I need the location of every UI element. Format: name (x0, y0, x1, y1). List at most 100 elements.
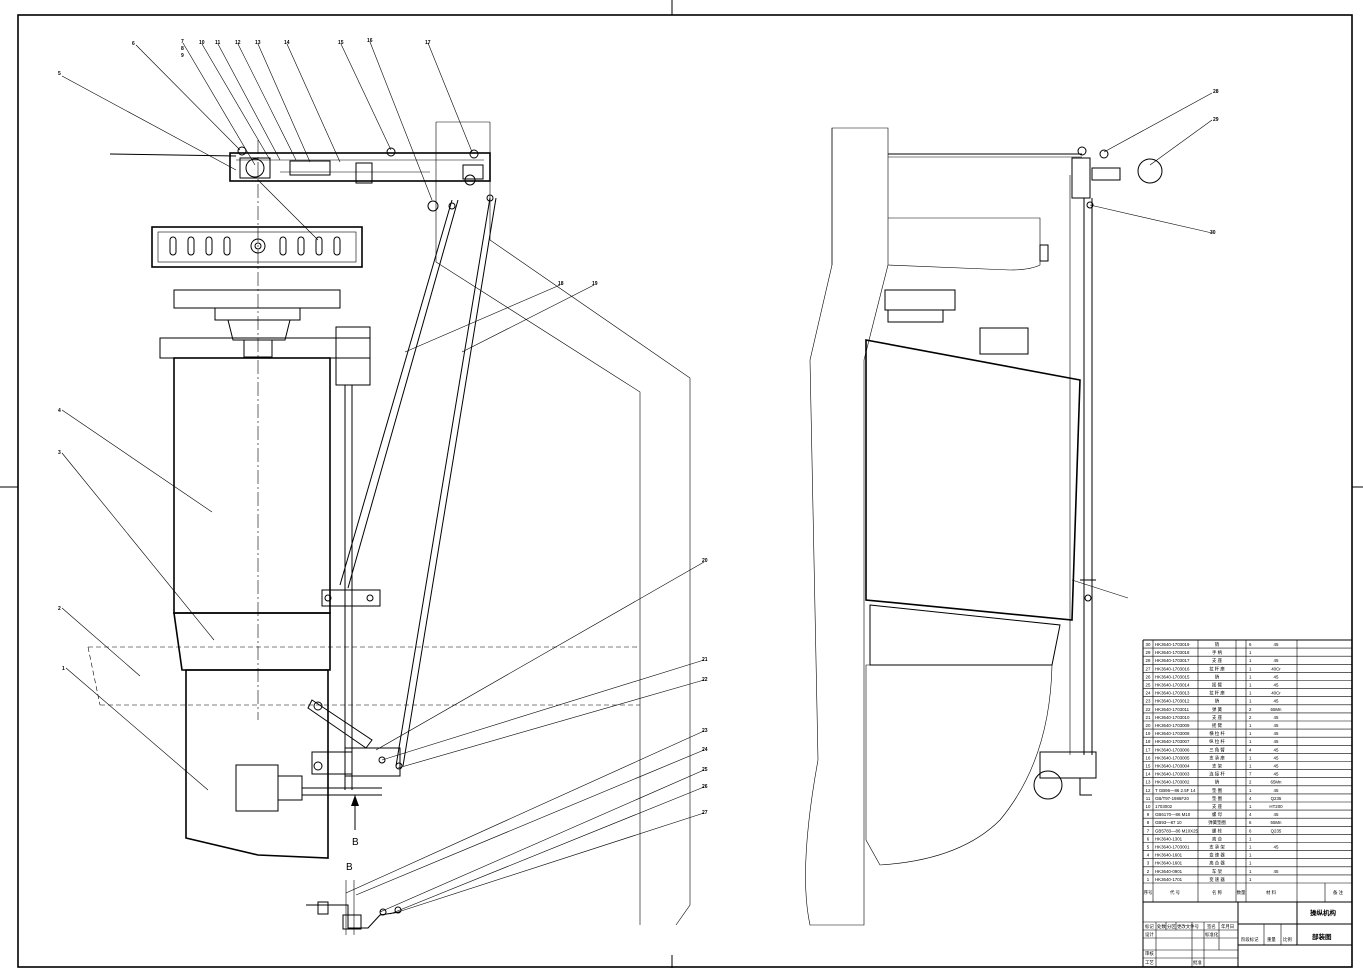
bom-cell-material: 45 (1274, 658, 1279, 663)
bom-cell-name: 变 速 器 (1209, 852, 1225, 859)
bom-cell-name: 支 座 (1212, 803, 1223, 810)
balloon-9: 9 (181, 53, 184, 59)
bom-cell-name: 车 架 (1212, 868, 1223, 875)
tb-stage-mark: 阶段标记 (1241, 936, 1259, 943)
bom-cell-qty: 4 (1249, 812, 1252, 817)
bom-cell-name: 摇 臂 (1212, 722, 1223, 729)
bom-header-qty: 数量 (1237, 889, 1246, 896)
bom-cell-material: 45 (1274, 755, 1279, 760)
bom-cell-name: 支 承 架 (1209, 844, 1225, 851)
bom-cell-qty: 6 (1249, 642, 1252, 647)
bom-cell-material: 45 (1274, 869, 1279, 874)
bom-cell-name: 支 座 (1212, 714, 1223, 721)
bom-cell-no: 2 (1147, 869, 1150, 874)
bom-cell-code: HK3640-1301 (1155, 836, 1183, 841)
bom-cell-material: 45 (1274, 683, 1279, 688)
tb-change-doc: 更改文件号 (1177, 923, 1200, 930)
bom-cell-name: 纵 拉 杆 (1209, 738, 1225, 745)
side-view (805, 127, 1163, 926)
title-block: 标记 处数 分区 更改文件号 签名 年月日 设计 标准化 审核 工艺 批准 阶段… (1142, 901, 1353, 968)
bom-cell-name: 支 承 座 (1209, 754, 1225, 761)
tb-zone: 分区 (1167, 923, 1176, 930)
bom-cell-material: 65Mn (1271, 780, 1283, 785)
tb-standardize: 标准化 (1205, 931, 1219, 938)
bom-cell-qty: 2 (1249, 780, 1252, 785)
bom-cell-code: 1703002 (1155, 804, 1173, 809)
bom-header-code: 代 号 (1170, 889, 1181, 896)
bom-cell-code: HK3640-1703001 (1155, 845, 1190, 850)
bom-cell-code: HK3640-1703016 (1155, 666, 1190, 671)
balloon-14: 14 (284, 40, 290, 46)
gearbox-housing (159, 326, 382, 859)
balloon-8: 8 (181, 46, 184, 52)
bom-cell-material: Q235 (1271, 828, 1282, 833)
bom-cell-no: 9 (1147, 812, 1150, 817)
bom-cell-name: 支 架 (1212, 763, 1223, 770)
tb-designer: 设计 (1145, 931, 1154, 938)
bom-cell-qty: 1 (1249, 764, 1252, 769)
bom-cell-code: HK3640-1703014 (1155, 683, 1190, 688)
bom-cell-qty: 1 (1249, 739, 1252, 744)
bom-cell-material: 45 (1274, 772, 1279, 777)
bom-cell-material: 40Cr (1271, 666, 1281, 671)
view-b-detail (306, 880, 402, 935)
balloon-18: 18 (558, 281, 564, 287)
bom-cell-code: HK3640-1703008 (1155, 731, 1190, 736)
bom-cell-no: 19 (1146, 731, 1151, 736)
tb-date: 年月日 (1221, 923, 1234, 930)
bom-cell-code: T GB96—86 2.5F 14 (1155, 788, 1196, 793)
view-arrow-b (351, 795, 359, 830)
bom-cell-code: HK3640-0901 (1155, 869, 1183, 874)
bom-cell-code: HK3640-1703010 (1155, 715, 1190, 720)
bom-cell-qty: 1 (1249, 666, 1252, 671)
bom-cell-material: 45 (1274, 747, 1279, 752)
bom-header-no: 序号 (1144, 889, 1153, 896)
bom-cell-material: Q235 (1271, 796, 1282, 801)
bom-cell-qty: 6 (1249, 828, 1252, 833)
bom-cell-name: 连 接 杆 (1209, 771, 1225, 778)
bom-cell-no: 22 (1146, 707, 1151, 712)
bom-cell-name: 销 (1215, 779, 1220, 786)
bom-cell-code: HK3640-1601 (1155, 853, 1183, 858)
bom-cell-qty: 1 (1249, 869, 1252, 874)
bom-cell-name: 销 (1215, 673, 1220, 680)
balloon-29: 29 (1213, 117, 1219, 123)
bom-cell-qty: 1 (1249, 853, 1252, 858)
cab-contour (435, 121, 691, 926)
balloon-4: 4 (58, 408, 61, 414)
bom-cell-name: 三 角 臂 (1209, 746, 1225, 753)
balloon-10: 10 (199, 40, 205, 46)
bom-cell-qty: 2 (1249, 715, 1252, 720)
bom-cell-material: 45 (1274, 699, 1279, 704)
balloon-1: 1 (62, 666, 65, 672)
bom-cell-code: HK3640-1703011 (1155, 707, 1190, 712)
balloon-6: 6 (132, 41, 135, 47)
tb-scale: 比例 (1283, 936, 1292, 943)
bom-cell-code: HK3640-1703002 (1155, 780, 1190, 785)
bom-cell-no: 14 (1146, 772, 1151, 777)
leader-lines (61, 41, 1213, 915)
bom-cell-no: 17 (1146, 747, 1151, 752)
balloon-3: 3 (58, 450, 61, 456)
bom-cell-material: 45 (1274, 674, 1279, 679)
bom-cell-no: 30 (1146, 642, 1151, 647)
tb-weight: 重量 (1267, 936, 1276, 943)
bom-cell-no: 5 (1147, 845, 1150, 850)
bom-cell-name: 支 座 (1212, 657, 1223, 664)
bom-cell-no: 8 (1147, 820, 1150, 825)
bom-cell-material: 65Mn (1271, 820, 1283, 825)
balloon-20: 20 (702, 558, 708, 564)
balloon-7: 7 (181, 39, 184, 45)
main-view: B B (87, 121, 691, 935)
bom-cell-code: GB/T97-1986F20 (1155, 796, 1189, 801)
bom-cell-name: 离 合 (1212, 835, 1223, 842)
bom-cell-code: HK3640-1703012 (1155, 699, 1190, 704)
balloon-12: 12 (235, 40, 241, 46)
bom-cell-code: HK3640-1703013 (1155, 691, 1190, 696)
balloon-27: 27 (702, 810, 708, 816)
bom-cell-no: 12 (1146, 788, 1151, 793)
bom-cell-name: 弹簧垫圈 (1208, 819, 1226, 826)
balloon-11: 11 (215, 40, 221, 46)
linkage (307, 197, 497, 790)
bom-cell-no: 4 (1147, 853, 1150, 858)
